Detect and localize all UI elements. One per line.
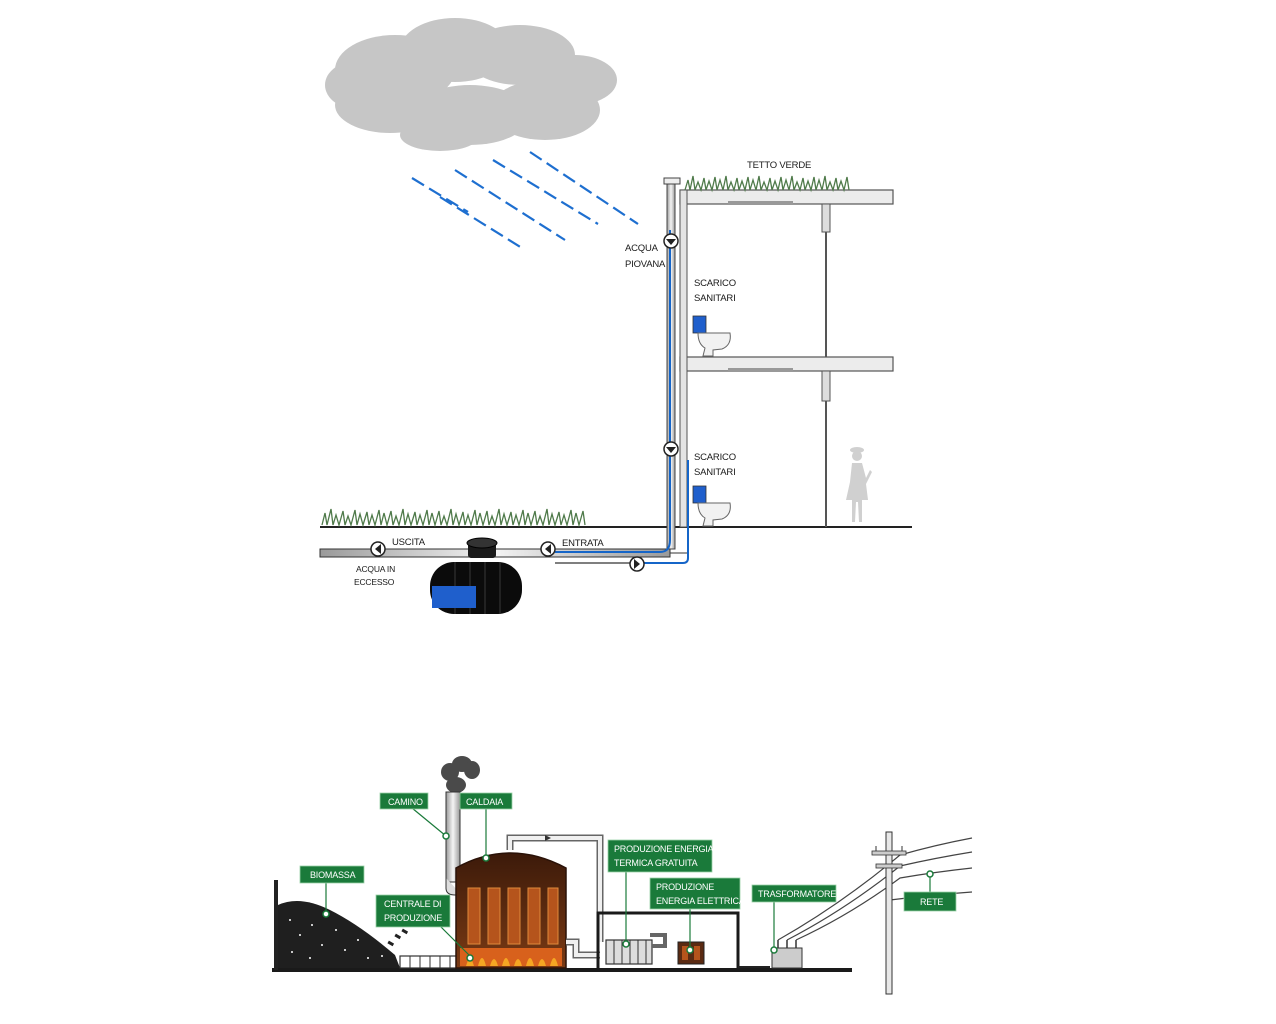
flow-arrow-right-icon [629,556,645,572]
ground-grass [321,508,586,528]
label-electric: PRODUZIONE [656,882,714,892]
roof-grass [684,175,850,193]
label-plant-group: CENTRALE DI PRODUZIONE [375,894,474,962]
label-sanitary-lower-2: SANITARI [694,467,736,478]
smoke-icon [441,756,480,793]
toilet-icon [692,485,731,527]
label-biomass-group: BIOMASSA [299,865,365,918]
label-transformer-group: TRASFORMATORE [751,884,836,954]
flow-arrow-right-icon [545,835,551,841]
biomass-diagram: CAMINO CALDAIA BIOMASSA CENTRALE DI PROD… [272,756,973,995]
power-station-building [596,911,740,972]
power-line-wires [777,837,973,941]
label-grid-group: RETE [903,870,957,912]
label-sanitary-lower: SCARICO [694,452,736,463]
building-wall [679,189,688,528]
label-biomass: BIOMASSA [310,870,356,880]
label-thermal-group: PRODUZIONE ENERGIA TERMICA GRATUITA [607,839,714,948]
label-boiler: CALDAIA [466,797,503,807]
boiler-icon [455,852,567,969]
label-thermal-2: TERMICA GRATUITA [614,858,698,868]
label-boiler-group: CALDAIA [459,792,513,862]
label-rainwater-2: PIOVANA [625,259,666,270]
person-icon [846,447,872,522]
rain-icon [411,151,639,249]
label-excess-2: ECCESSO [354,577,395,587]
label-rainwater: ACQUA [625,243,659,254]
flow-arrow-down-icon [663,441,679,457]
downpipe-blue-line [555,230,671,553]
label-sanitary-upper-2: SANITARI [694,293,736,304]
label-chimney: CAMINO [388,797,423,807]
label-electric-group: PRODUZIONE ENERGIA ELETTRICA [649,877,745,954]
label-chimney-group: CAMINO [379,792,450,840]
transformer-icon [771,940,803,969]
toilet-icon [692,315,731,357]
biomass-pile-icon [274,880,409,970]
cloud-icon [325,18,617,151]
storage-tank-icon [430,537,522,614]
label-plant-2: PRODUZIONE [384,913,442,923]
column-lower [821,370,831,402]
supply-blue-line [640,460,689,564]
label-transformer: TRASFORMATORE [758,889,836,899]
utility-pole-icon [871,831,907,995]
label-plant: CENTRALE DI [384,899,441,909]
building [679,189,894,528]
label-inlet: ENTRATA [562,538,604,549]
flow-arrow-left-icon [540,541,556,557]
column-upper [821,203,831,233]
flow-arrow-down-icon [663,233,679,249]
turbine-icon [605,933,667,965]
label-sanitary-upper: SCARICO [694,278,736,289]
rainwater-diagram: TETTO VERDE ACQUA PIOVANA SCARICO SANITA… [319,18,912,614]
label-outlet: USCITA [392,537,426,548]
label-green-roof: TETTO VERDE [747,160,811,171]
label-thermal: PRODUZIONE ENERGIA [614,844,714,854]
label-excess: ACQUA IN [356,564,395,574]
label-grid: RETE [920,897,943,907]
label-electric-2: ENERGIA ELETTRICA [656,896,745,906]
flow-arrow-left-icon [370,541,386,557]
